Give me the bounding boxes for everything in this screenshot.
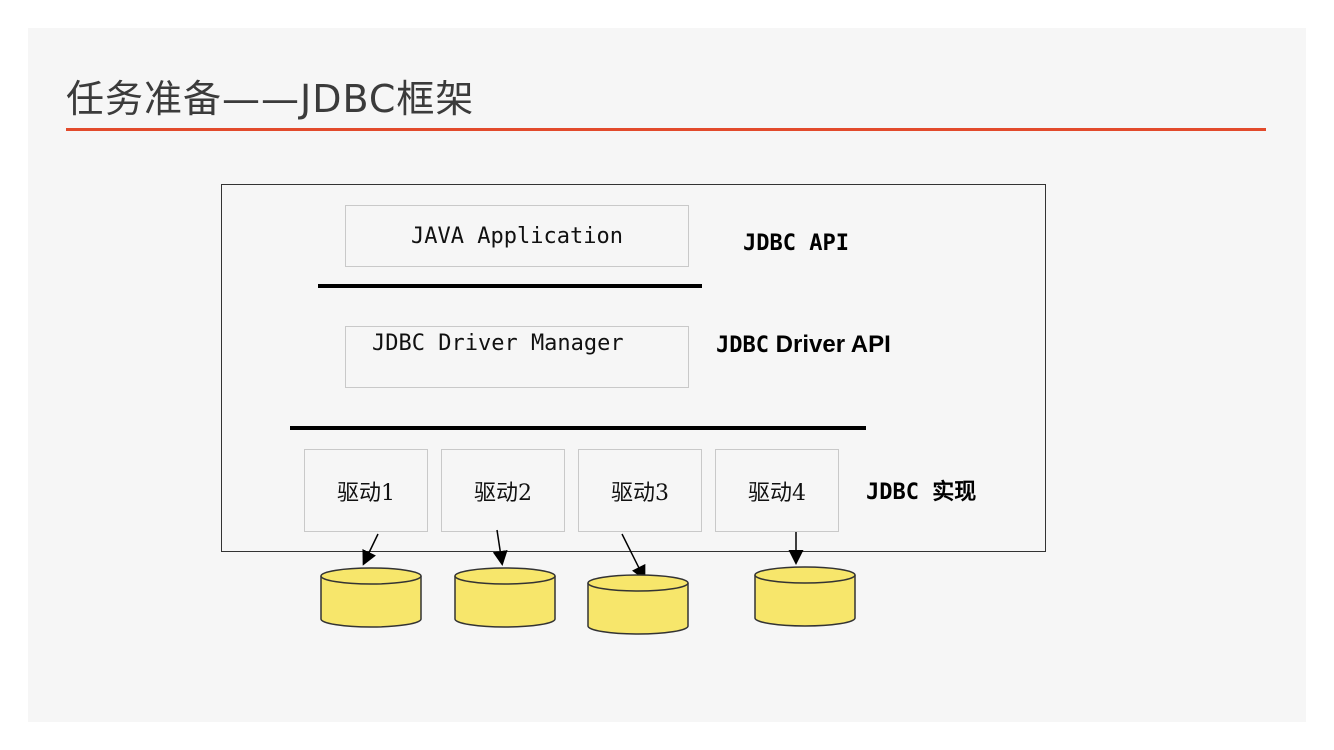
java-application-box: JAVA Application xyxy=(345,205,689,267)
jdbc-driver-api-prefix: JDBC xyxy=(716,333,769,358)
driver-3-arrow xyxy=(621,533,646,581)
page-title: 任务准备——JDBC框架 xyxy=(66,77,475,121)
driver-api-separator-line xyxy=(290,426,866,430)
slide: 任务准备——JDBC框架 JAVA Application JDBC Drive… xyxy=(28,28,1306,722)
jdbc-api-label: JDBC API xyxy=(743,231,849,256)
driver-box-2: 驱动2 xyxy=(441,449,565,532)
api-separator-line xyxy=(318,284,702,288)
driver-box-3: 驱动3 xyxy=(578,449,702,532)
database-3-icon xyxy=(587,574,689,635)
database-2-icon xyxy=(454,567,556,628)
driver-box-4: 驱动4 xyxy=(715,449,839,532)
connectors-and-databases xyxy=(320,529,856,635)
database-4-icon xyxy=(754,566,856,627)
driver-manager-box: JDBC Driver Manager xyxy=(345,326,689,388)
database-1-icon xyxy=(320,567,422,628)
jdbc-driver-api-label: JDBC Driver API xyxy=(716,331,891,359)
driver-1-arrow xyxy=(362,533,379,566)
driver-2-arrow xyxy=(492,529,508,566)
driver-box-1: 驱动1 xyxy=(304,449,428,532)
jdbc-driver-api-suffix: Driver API xyxy=(775,331,891,358)
title-underline xyxy=(66,128,1266,131)
jdbc-implementation-label: JDBC 实现 xyxy=(866,480,977,505)
